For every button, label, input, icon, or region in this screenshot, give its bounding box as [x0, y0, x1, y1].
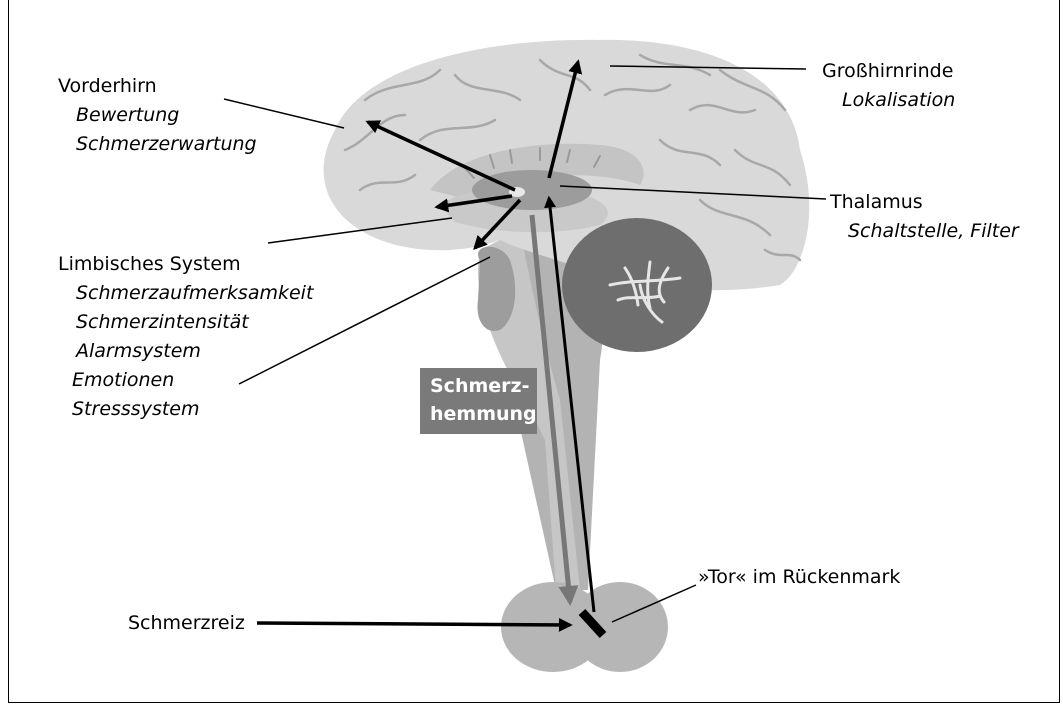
label-thalamus-item-1: Schaltstelle, Filter: [848, 217, 1019, 246]
label-thalamus: Thalamus Schaltstelle, Filter: [830, 188, 1019, 246]
label-vorderhirn: Vorderhirn Bewertung Schmerzerwartung: [58, 72, 257, 159]
label-vorderhirn-item-1: Bewertung: [76, 101, 257, 130]
label-vorderhirn-title: Vorderhirn: [58, 75, 157, 97]
label-limbisches-system: Limbisches System Schmerzaufmerksamkeit …: [58, 250, 313, 424]
stimulus-arrow: [257, 623, 570, 625]
spinal-segment-right: [572, 582, 668, 672]
label-tor-rueckenmark: »Tor« im Rückenmark: [698, 563, 900, 592]
pons: [477, 247, 515, 331]
label-limbisches-item-3: Alarmsystem: [76, 337, 313, 366]
schmerzhemmung-line-1: Schmerz-: [430, 372, 537, 400]
label-limbisches-item-2: Schmerzintensität: [76, 308, 313, 337]
thalamus-shape: [472, 170, 592, 210]
label-limbisches-item-5: Stresssystem: [72, 395, 313, 424]
label-vorderhirn-item-2: Schmerzerwartung: [76, 130, 257, 159]
cerebellum: [562, 218, 712, 352]
label-grosshirnrinde-item-1: Lokalisation: [842, 86, 955, 115]
label-schmerzreiz: Schmerzreiz: [128, 609, 245, 638]
schmerzhemmung-line-2: hemmung: [430, 400, 537, 428]
label-limbisches-item-4: Emotionen: [72, 366, 313, 395]
schmerzhemmung-box: Schmerz- hemmung: [420, 368, 537, 434]
label-limbisches-title: Limbisches System: [58, 253, 241, 275]
label-thalamus-title: Thalamus: [830, 191, 923, 213]
label-grosshirnrinde: Großhirnrinde Lokalisation: [822, 57, 955, 115]
label-grosshirnrinde-title: Großhirnrinde: [822, 60, 953, 82]
label-limbisches-item-1: Schmerzaufmerksamkeit: [76, 279, 313, 308]
